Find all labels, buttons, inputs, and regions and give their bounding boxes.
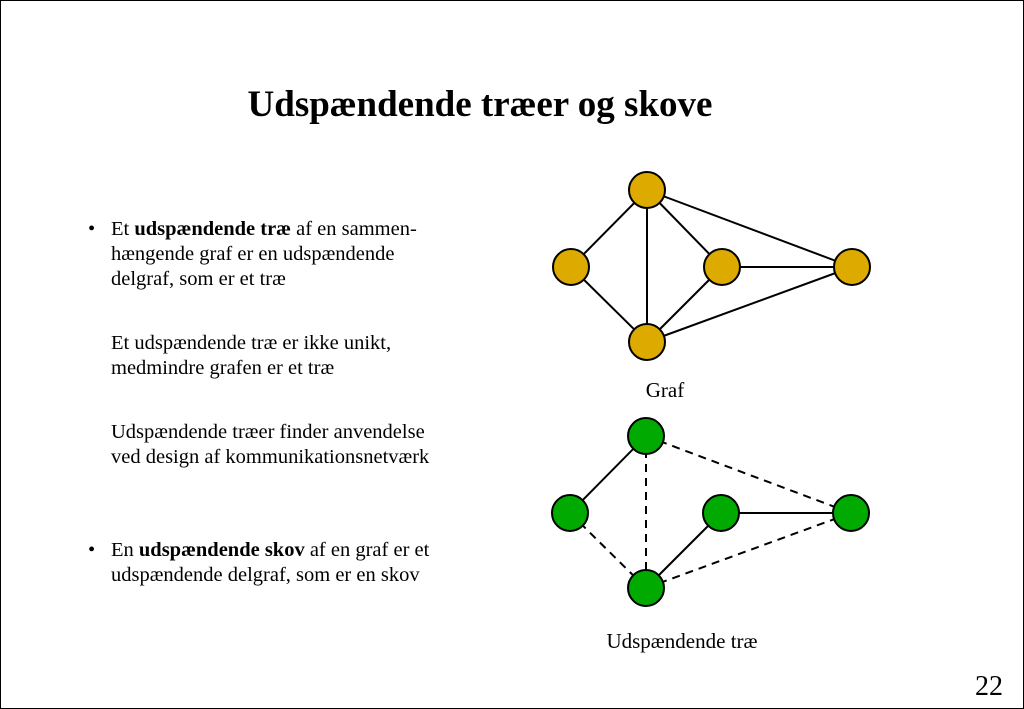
node-left [551,494,589,532]
text-line: Et udspændende træ af en sammen- [111,218,417,240]
edge-bottom-right-dashed [645,512,852,589]
text-line: hængende graf er en udspændende [111,243,395,265]
bullet-marker: • [88,218,96,240]
node-top [627,417,665,455]
slide-title: Udspændende træer og skove [247,84,713,125]
bullet-spanning-forest-definition: • En udspændende skov af en graf er et u… [88,538,508,588]
node-right [832,494,870,532]
paragraph-application: Udspændende træer finder anvendelse ved … [88,420,508,470]
spanning-tree-caption: Udspændende træ [606,629,758,653]
node-left [552,248,590,286]
text-line: Et udspændende træ er ikke unikt, [111,332,392,354]
bullet-spanning-tree-definition: • Et udspændende træ af en sammen- hænge… [88,217,508,292]
edge-top-right-dashed [645,435,852,514]
paragraph-not-unique: Et udspændende træ er ikke unikt, medmin… [88,331,508,381]
node-bottom [628,323,666,361]
graph-nodes [552,171,871,361]
text-line: En udspændende skov af en graf er et [111,539,430,561]
graph-caption: Graf [645,378,685,402]
page-number: 22 [975,671,1003,702]
spanning-tree-nodes [551,417,870,607]
text-line: medmindre grafen er et træ [111,357,335,379]
text-line: Udspændende træer finder anvendelse [111,421,425,443]
text-line: udspændende delgraf, som er en skov [111,564,420,586]
term-udspaendende-skov: udspændende skov [138,539,305,561]
node-top [628,171,666,209]
edge-top-right [646,189,853,268]
edge-bottom-right [646,266,853,343]
text-line: ved design af kommunikationsnetværk [111,446,430,468]
node-right [833,248,871,286]
node-center [703,248,741,286]
bullet-marker: • [88,539,96,561]
node-bottom [627,569,665,607]
node-center [702,494,740,532]
term-udspaendende-trae: udspændende træ [134,218,291,240]
text-line: delgraf, som er et træ [111,268,286,290]
